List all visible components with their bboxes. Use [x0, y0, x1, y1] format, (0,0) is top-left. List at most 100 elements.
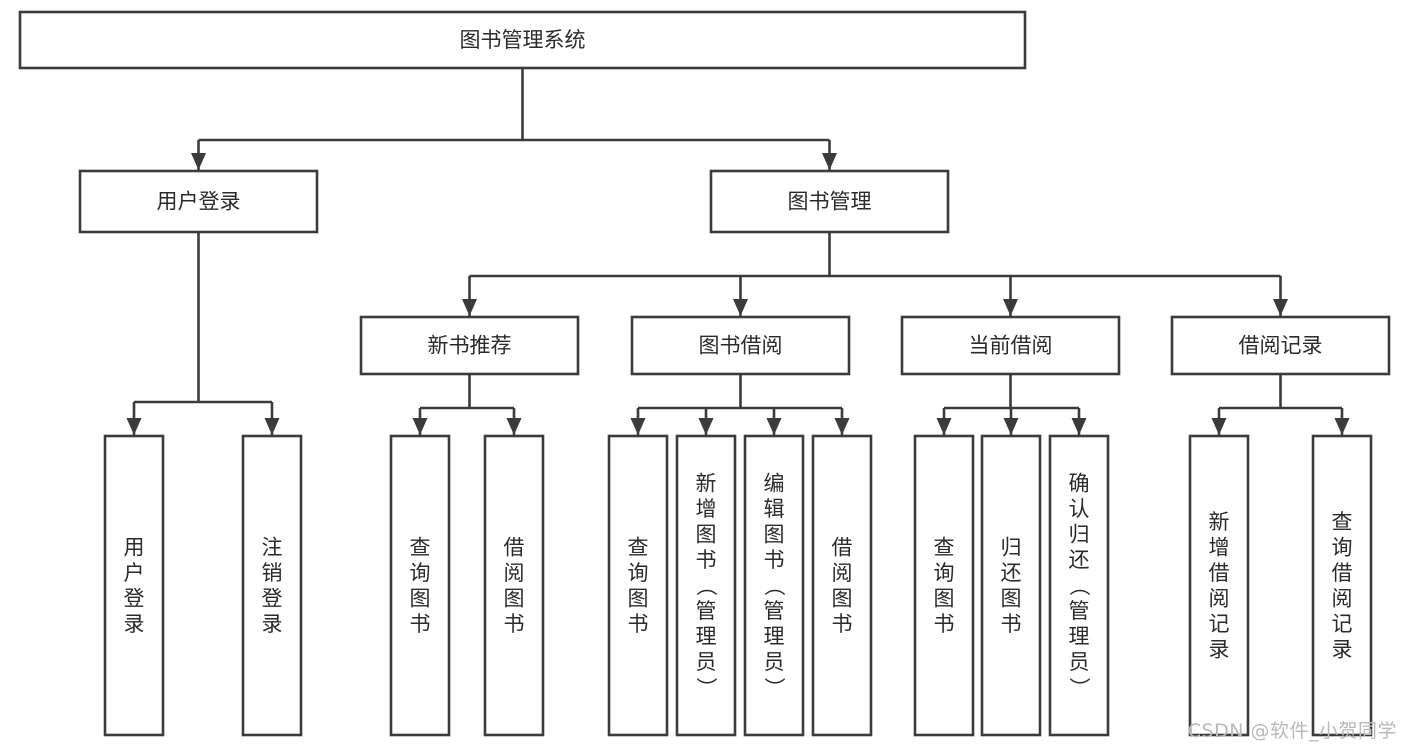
node-label-char: 图	[628, 586, 649, 610]
node-label-char: （	[694, 575, 718, 596]
node-label-char: 销	[262, 561, 283, 585]
node-label-char: 管	[1069, 599, 1090, 623]
node-box[interactable]	[1170, 315, 1391, 376]
node-label-char: 管	[764, 599, 785, 623]
node-box[interactable]	[389, 434, 451, 737]
node-label-char: 借	[504, 535, 525, 559]
node-label-char: 编	[764, 472, 785, 496]
node-box[interactable]	[103, 434, 165, 737]
node-label-char: 图	[504, 586, 525, 610]
node-label-char: 登	[262, 586, 283, 610]
node-box[interactable]	[709, 169, 950, 234]
node-label-char: 记	[1209, 612, 1230, 636]
node-box[interactable]	[1311, 434, 1373, 737]
node-label-char: 认	[1069, 497, 1090, 521]
node-label-char: 借	[832, 535, 853, 559]
node-box[interactable]	[1188, 434, 1250, 737]
node-box[interactable]	[1048, 434, 1110, 737]
root-node-root[interactable]: 图书管理系统	[18, 10, 1027, 70]
node-label-char: 员	[1069, 650, 1090, 674]
arrowhead-icon	[936, 418, 952, 435]
node-box[interactable]	[913, 434, 975, 737]
arrowhead-icon	[766, 418, 782, 435]
node-label-char: 辑	[764, 497, 785, 521]
arrowhead-icon	[834, 418, 850, 435]
node-label-char: 询	[934, 561, 955, 585]
node-label-char: 户	[124, 561, 145, 585]
node-label-char: 新	[696, 472, 717, 496]
node-label-char: ）	[1067, 677, 1091, 698]
arrowhead-icon	[126, 418, 142, 435]
node-label: 借阅记录	[1239, 334, 1323, 358]
node-label-char: 登	[124, 586, 145, 610]
level3-node-current-borrow[interactable]: 当前借阅	[900, 315, 1121, 376]
node-label-char: 记	[1332, 612, 1353, 636]
node-label-char: 阅	[1209, 586, 1230, 610]
node-box[interactable]	[743, 434, 805, 737]
node-label-char: 员	[764, 650, 785, 674]
node-label-char: 书	[1001, 612, 1022, 636]
level2-node-book-manage[interactable]: 图书管理	[709, 169, 950, 234]
node-label-char: 询	[410, 561, 431, 585]
node-label-char: 借	[1332, 561, 1353, 585]
node-label-char: 图	[764, 523, 785, 547]
level3-node-borrow-record[interactable]: 借阅记录	[1170, 315, 1391, 376]
node-label-char: 询	[628, 561, 649, 585]
level3-node-new-book-recommend[interactable]: 新书推荐	[359, 315, 580, 376]
node-label-char: 查	[1332, 510, 1353, 534]
connector-lines-group	[126, 68, 1350, 435]
node-box[interactable]	[675, 434, 737, 737]
node-boxes-group: 图书管理系统用户登录图书管理新书推荐图书借阅当前借阅借阅记录用户登录注销登录查询…	[18, 10, 1391, 737]
arrowhead-icon	[412, 418, 428, 435]
node-label-char: 录	[1209, 637, 1230, 661]
node-label-char: 书	[764, 548, 785, 572]
arrowhead-icon	[191, 153, 206, 170]
node-label-char: 理	[1069, 625, 1090, 649]
node-label-char: 录	[124, 612, 145, 636]
csdn-watermark: CSDN @软件_小贺同学	[1187, 720, 1397, 742]
node-label-char: 用	[124, 535, 145, 559]
node-label-char: 阅	[832, 561, 853, 585]
leaf-node-leaf-user-login[interactable]: 用户登录	[103, 434, 165, 737]
node-box[interactable]	[630, 315, 851, 376]
level3-node-book-borrow[interactable]: 图书借阅	[630, 315, 851, 376]
node-label-char: 图	[410, 586, 431, 610]
node-box[interactable]	[483, 434, 545, 737]
node-box[interactable]	[78, 169, 319, 234]
node-box[interactable]	[980, 434, 1042, 737]
node-label-char: 理	[764, 625, 785, 649]
arrowhead-icon	[733, 299, 748, 316]
arrowhead-icon	[1334, 418, 1350, 435]
level2-node-user-login[interactable]: 用户登录	[78, 169, 319, 234]
node-box[interactable]	[900, 315, 1121, 376]
node-label-char: 归	[1069, 523, 1090, 547]
node-label-char: 员	[696, 650, 717, 674]
arrowhead-icon	[1211, 418, 1227, 435]
node-label-char: （	[1067, 575, 1091, 596]
node-label-char: 录	[262, 612, 283, 636]
node-box[interactable]	[359, 315, 580, 376]
node-label: 图书管理	[788, 190, 872, 214]
node-label-char: 图	[1001, 586, 1022, 610]
arrowhead-icon	[698, 418, 714, 435]
node-label-char: 书	[832, 612, 853, 636]
node-box[interactable]	[607, 434, 669, 737]
node-label: 图书借阅	[699, 334, 783, 358]
node-box[interactable]	[241, 434, 303, 737]
node-box[interactable]	[18, 10, 1027, 70]
node-label-char: ）	[762, 677, 786, 698]
node-box[interactable]	[811, 434, 873, 737]
